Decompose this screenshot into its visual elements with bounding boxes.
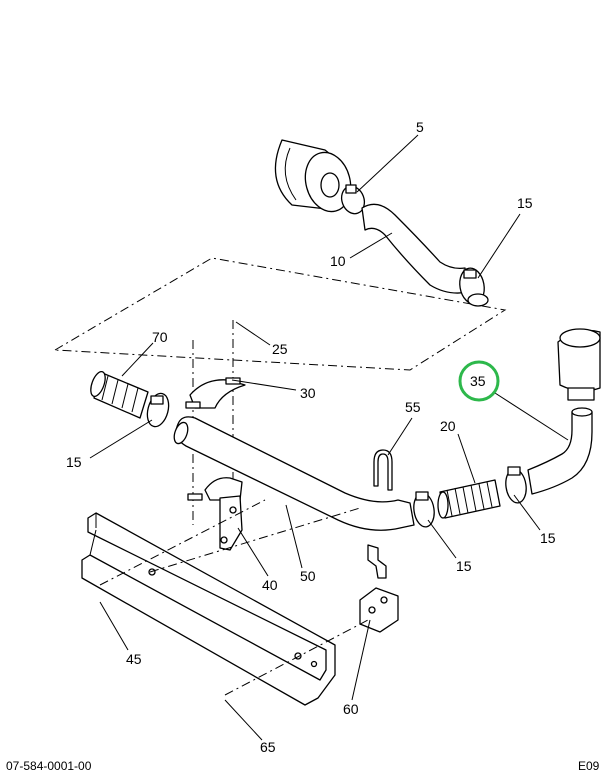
frame-rail-part-45 — [81, 512, 336, 706]
elbow-pipe-part-35 — [527, 411, 593, 495]
drawing-number: 07-584-0001-00 — [6, 759, 92, 773]
callout-35: 35 — [470, 373, 486, 389]
callout-30: 30 — [300, 385, 316, 401]
pipe-end — [173, 421, 189, 445]
callout-65: 65 — [260, 739, 276, 755]
mount-bracket-part-60 — [359, 544, 399, 633]
callout-45: 45 — [126, 651, 142, 667]
clamp-part-15-left — [146, 392, 170, 428]
clamp-part-15-right-lower — [413, 491, 435, 528]
callout-25: 25 — [272, 341, 288, 357]
callout-5: 5 — [416, 119, 424, 135]
callout-50: 50 — [300, 568, 316, 584]
turbo-housing — [274, 139, 352, 213]
coupling-part-70 — [90, 370, 149, 419]
assembly-guide-outline — [53, 257, 507, 371]
guide-line — [99, 499, 266, 586]
leader-lines — [89, 134, 569, 741]
callout-60: 60 — [343, 701, 359, 717]
clamp-part-15-right-upper — [505, 466, 527, 504]
guide-line — [149, 507, 361, 573]
highlight-ring — [458, 360, 500, 402]
callout-40: 40 — [262, 577, 278, 593]
exhaust-pipe-part-50 — [175, 416, 415, 531]
exhaust-stack — [557, 328, 601, 401]
clamp-part-5 — [340, 184, 366, 215]
hose-part-10 — [361, 203, 469, 294]
u-bolt-part-55 — [373, 449, 393, 491]
sheet-code: E09 — [578, 759, 600, 773]
guide-line — [224, 619, 369, 696]
elbow-top — [571, 407, 593, 417]
callout-55: 55 — [405, 399, 421, 415]
hanger-part-40 — [187, 477, 243, 551]
bellows-part-20 — [437, 479, 501, 519]
callout-20: 20 — [440, 418, 456, 434]
bracket-part-30 — [185, 377, 246, 409]
callout-10: 10 — [330, 253, 346, 269]
callout-15: 15 — [456, 558, 472, 574]
callout-15: 15 — [517, 195, 533, 211]
callout-15: 15 — [540, 530, 556, 546]
callout-15: 15 — [66, 454, 82, 470]
callout-70: 70 — [152, 329, 168, 345]
